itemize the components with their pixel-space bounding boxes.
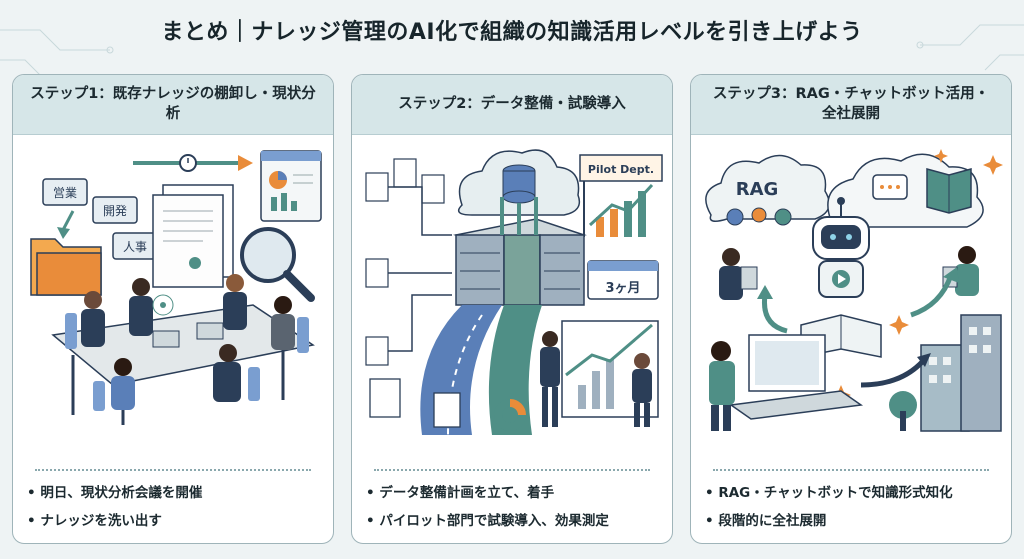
bullet-item: データ整備計画を立て、着手 — [366, 481, 658, 501]
report-document-icon — [260, 150, 322, 222]
svg-text:RAG: RAG — [736, 179, 779, 200]
step-card-2: ステップ2：データ整備・試験導入 Pilot Dept. — [351, 74, 673, 544]
pilot-dept-sign: Pilot Dept. — [579, 154, 663, 237]
workstation — [709, 334, 864, 431]
robot-icon — [812, 197, 870, 298]
meeting-illustration: 営業 開発 人事 — [30, 150, 322, 425]
bullet-item: 段階的に全社展開 — [705, 509, 997, 529]
bullet-list: データ整備計画を立て、着手 パイロット部門で試験導入、効果測定 — [352, 481, 672, 537]
bullet-item: RAG・チャットボットで知識形式知化 — [705, 481, 997, 501]
svg-text:人事: 人事 — [123, 240, 147, 254]
bullet-item: ナレッジを洗い出す — [27, 509, 319, 529]
page-title: まとめ｜ナレッジ管理のAI化で組織の知識活用レベルを引き上げよう — [161, 20, 863, 45]
clock-icon — [133, 154, 253, 172]
tag-development: 開発 — [92, 196, 138, 224]
step-heading: ステップ1：既存ナレッジの棚卸し・現状分析 — [13, 75, 333, 135]
people-group — [65, 274, 309, 411]
bullet-item: 明日、現状分析会議を開催 — [27, 481, 319, 501]
svg-text:3ヶ月: 3ヶ月 — [605, 281, 640, 296]
data-prep-illustration: Pilot Dept. 3ヶ月 — [365, 149, 663, 435]
database-cloud-icon — [457, 149, 581, 216]
svg-text:開発: 開発 — [103, 204, 127, 218]
building-icon — [889, 314, 1002, 432]
step-heading: ステップ2：データ整備・試験導入 — [352, 75, 672, 135]
divider — [713, 469, 989, 471]
rag-rollout-illustration: RAG — [705, 149, 1003, 432]
document-icon — [152, 184, 234, 288]
svg-text:Pilot Dept.: Pilot Dept. — [588, 163, 654, 176]
server-icon — [453, 197, 587, 306]
divider — [374, 469, 650, 471]
bullet-list: RAG・チャットボットで知識形式知化 段階的に全社展開 — [691, 481, 1011, 537]
bullet-item: パイロット部門で試験導入、効果測定 — [366, 509, 658, 529]
chat-bubble-icon — [872, 174, 908, 200]
gear-icon — [726, 207, 792, 226]
tag-sales: 営業 — [42, 178, 88, 206]
magnifier-icon — [240, 227, 315, 302]
bullet-list: 明日、現状分析会議を開催 ナレッジを洗い出す — [13, 481, 333, 537]
presenters — [540, 331, 652, 427]
divider — [35, 469, 311, 471]
tag-hr: 人事 — [112, 232, 158, 260]
folder-icon — [30, 238, 102, 296]
rag-cloud: RAG — [705, 154, 830, 222]
step-card-1: ステップ1：既存ナレッジの棚卸し・現状分析 営業 開発 人事 — [12, 74, 334, 544]
calendar-icon: 3ヶ月 — [587, 260, 659, 300]
step-card-3: ステップ3：RAG・チャットボット活用・全社展開 RAG — [690, 74, 1012, 544]
growth-chart-icon — [588, 183, 654, 237]
step-heading: ステップ3：RAG・チャットボット活用・全社展開 — [691, 75, 1011, 135]
document-icon — [365, 158, 445, 366]
svg-text:営業: 営業 — [53, 186, 77, 200]
book-icon — [926, 168, 972, 214]
